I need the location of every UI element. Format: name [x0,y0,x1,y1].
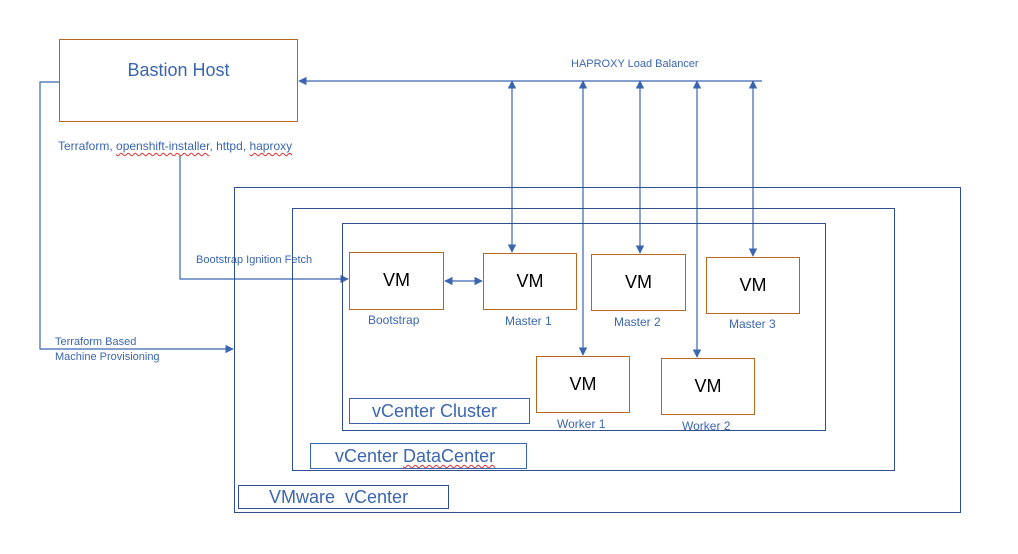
vm-master-2: VM [591,254,686,311]
provisioning-arrow [39,81,234,354]
bastion-host-box: Bastion Host [59,39,298,122]
bootstrap-fetch-label: Bootstrap Ignition Fetch [196,254,313,266]
haproxy-label: HAPROXY Load Balancer [571,58,699,70]
tools-haproxy-text: haproxy [249,139,293,153]
vcenter-text: vCenter [345,487,409,507]
datacenter-word-text: DataCenter [403,446,496,466]
cluster-label-box: vCenter Cluster [349,398,530,424]
tools-terraform-text: Terraform, [58,139,117,153]
vm-master-3-text: VM [739,275,767,295]
vm-worker-2: VM [661,358,755,415]
vm-master-3-caption: Master 3 [729,317,776,331]
vmware-vcenter-label: VMware vCenter [269,487,408,508]
provisioning-label-line1: Terraform Based [55,336,137,348]
vmware-vcenter-label-box: VMware vCenter [238,485,449,509]
vm-master-2-caption: Master 2 [614,315,661,329]
provisioning-label-line2: Machine Provisioning [55,351,160,363]
tools-httpd-text: , httpd, [209,139,250,153]
vm-bootstrap: VM [349,252,444,310]
vm-bootstrap-caption: Bootstrap [368,313,420,327]
datacenter-label-box: vCenter DataCenter [310,443,527,469]
vm-worker-2-text: VM [694,376,722,396]
tools-installer-text: openshift-installer [116,139,210,153]
vm-master-2-text: VM [625,272,652,292]
datacenter-label: vCenter DataCenter [335,446,495,467]
datacenter-prefix-text: vCenter [335,446,404,466]
vm-bootstrap-text: VM [383,270,410,290]
bastion-tools-label: Terraform, openshift-installer, httpd, h… [58,139,292,153]
vm-worker-1-text: VM [569,374,597,394]
vmware-text: VMware [269,487,336,507]
vm-master-1-text: VM [516,271,544,291]
cluster-container [342,223,826,431]
bastion-host-title: Bastion Host [127,60,230,80]
datacenter-container [292,208,895,471]
vm-master-3: VM [706,257,800,314]
vm-worker-1-caption: Worker 1 [557,417,606,431]
cluster-label: vCenter Cluster [372,401,498,421]
vm-worker-2-caption: Worker 2 [682,419,731,433]
vm-master-1-caption: Master 1 [505,314,552,328]
vmware-vcenter-container [234,187,961,513]
vm-master-1: VM [483,253,577,310]
vm-worker-1: VM [536,356,630,413]
